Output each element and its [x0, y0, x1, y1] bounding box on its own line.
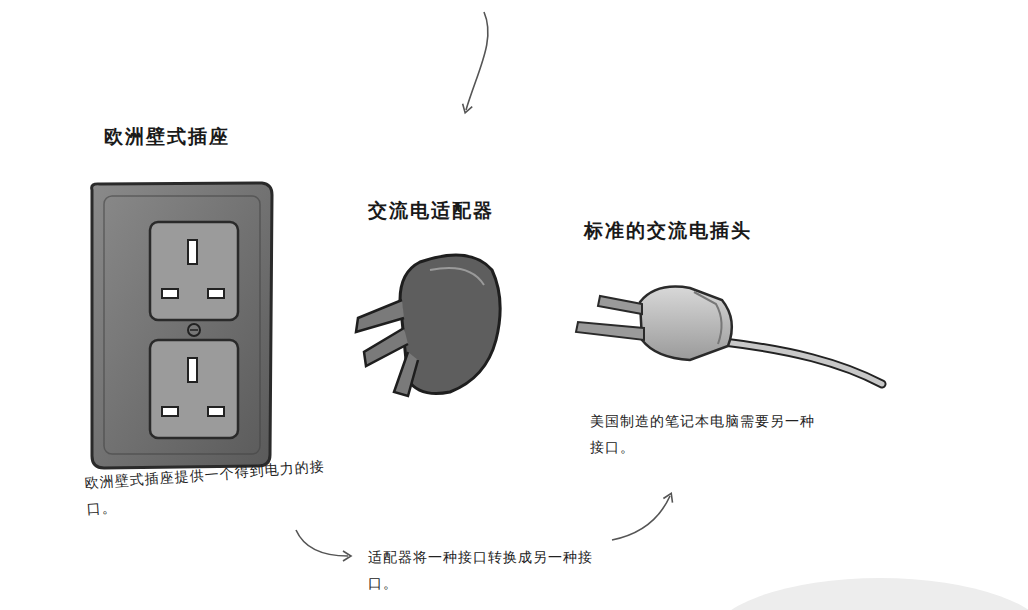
note-text: 美国制造的笔记本电脑需要另一种接口。	[590, 408, 815, 460]
part-heading: 交流电适配器	[368, 198, 568, 224]
wall-outlet	[92, 183, 272, 468]
leader-arrow	[612, 496, 670, 540]
note-text: 适配器将一种接口转换成另一种接口。	[368, 544, 593, 596]
ac-adapter	[356, 255, 500, 396]
part-heading: 标准的交流电插头	[584, 218, 824, 244]
ac-plug	[576, 287, 882, 384]
part-heading: 欧洲壁式插座	[104, 124, 304, 150]
background-blob	[710, 578, 1028, 610]
leader-arrow	[296, 530, 348, 556]
leader-arrow	[466, 12, 488, 110]
